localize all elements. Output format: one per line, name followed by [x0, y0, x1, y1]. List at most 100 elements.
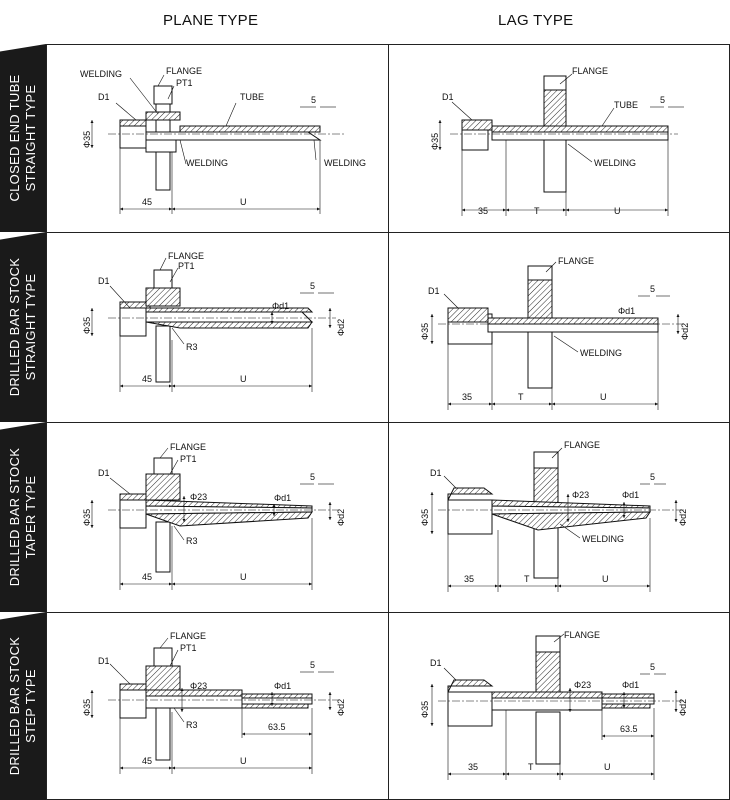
column-title-plane: PLANE TYPE	[163, 12, 259, 29]
label-d1: D1	[442, 92, 454, 102]
label-flange: FLANGE	[166, 66, 202, 76]
label-r3: R3	[186, 342, 198, 352]
dim-45: 45	[142, 756, 152, 766]
label-five: 5	[650, 662, 655, 672]
drilled-bar-taper-lag-drawing: D1 FLANGE Φ23 Φd1 5 WELDING 35 T U Φ35 Φ…	[420, 440, 688, 592]
label-five: 5	[310, 281, 315, 291]
label-welding-3: WELDING	[324, 158, 366, 168]
dim-u: U	[240, 756, 247, 766]
label-five: 5	[310, 660, 315, 670]
label-five: 5	[311, 95, 316, 105]
label-d1: D1	[98, 276, 110, 286]
label-d1: D1	[430, 468, 442, 478]
label-pt1: PT1	[176, 78, 193, 88]
label-r3: R3	[186, 720, 198, 730]
closed-end-tube-lag-drawing: D1 FLANGE TUBE WELDING 5 35 T U Φ35	[430, 66, 684, 216]
column-title-lag: LAG TYPE	[498, 12, 574, 29]
dim-35: 35	[468, 762, 478, 772]
label-flange: FLANGE	[572, 66, 608, 76]
dim-35: 35	[478, 206, 488, 216]
dim-phi35: Φ35	[420, 701, 430, 718]
label-d1: D1	[430, 658, 442, 668]
label-d1: D1	[98, 468, 110, 478]
row-label-4-line2: STEP TYPE	[23, 669, 38, 743]
label-tube: TUBE	[614, 100, 638, 110]
drilled-bar-taper-plane-drawing: D1 FLANGE PT1 Φ23 Φd1 5 R3 45 U Φ35 Φd2	[82, 442, 346, 590]
label-phid1: Φd1	[622, 680, 639, 690]
dim-63-5: 63.5	[268, 722, 286, 732]
dim-u: U	[600, 392, 607, 402]
dim-45: 45	[142, 374, 152, 384]
row-label-1-line1: CLOSED END TUBE	[7, 74, 22, 202]
row-label-2-line2: STRAIGHT TYPE	[23, 273, 38, 381]
label-pt1: PT1	[180, 643, 197, 653]
label-welding-2: WELDING	[186, 158, 228, 168]
label-pt1: PT1	[180, 454, 197, 464]
dim-45: 45	[142, 197, 152, 207]
label-phi23: Φ23	[572, 490, 589, 500]
dim-t: T	[528, 762, 534, 772]
drilled-bar-straight-plane-drawing: D1 FLANGE PT1 Φd1 5 R3 45 U Φ35 Φd2	[82, 251, 346, 392]
dim-t: T	[518, 392, 524, 402]
dim-phi35: Φ35	[82, 317, 92, 334]
label-flange: FLANGE	[564, 440, 600, 450]
label-r3: R3	[186, 536, 198, 546]
dim-phid2: Φd2	[678, 509, 688, 526]
label-welding: WELDING	[582, 534, 624, 544]
label-flange: FLANGE	[558, 256, 594, 266]
dim-phid2: Φd2	[678, 699, 688, 716]
label-phi23: Φ23	[190, 492, 207, 502]
label-welding: WELDING	[594, 158, 636, 168]
dim-phid2: Φd2	[680, 323, 690, 340]
label-pt1: PT1	[178, 261, 195, 271]
dim-35: 35	[462, 392, 472, 402]
label-flange: FLANGE	[564, 630, 600, 640]
closed-end-tube-plane-drawing: WELDING FLANGE PT1 TUBE D1 5 WELDING WEL…	[80, 66, 366, 214]
label-phid1: Φd1	[274, 681, 291, 691]
label-five: 5	[310, 472, 315, 482]
dim-phi35: Φ35	[420, 509, 430, 526]
dim-u: U	[602, 574, 609, 584]
label-phid1: Φd1	[618, 306, 635, 316]
label-d1: D1	[98, 92, 110, 102]
label-welding: WELDING	[580, 348, 622, 358]
dim-phid2: Φd2	[336, 319, 346, 336]
dim-63-5: 63.5	[620, 724, 638, 734]
label-phid1: Φd1	[274, 493, 291, 503]
dim-u: U	[240, 572, 247, 582]
label-phid1: Φd1	[622, 490, 639, 500]
label-five: 5	[650, 472, 655, 482]
drilled-bar-step-plane-drawing: D1 FLANGE PT1 Φ23 Φd1 5 R3 63.5 45 U Φ35…	[82, 631, 346, 774]
dim-phi35: Φ35	[82, 699, 92, 716]
label-five: 5	[660, 95, 665, 105]
label-flange: FLANGE	[170, 442, 206, 452]
dim-t: T	[534, 206, 540, 216]
drilled-bar-straight-lag-drawing: D1 FLANGE Φd1 5 WELDING 35 T U Φ35 Φd2	[420, 256, 690, 410]
label-five: 5	[650, 284, 655, 294]
dim-45: 45	[142, 572, 152, 582]
label-tube: TUBE	[240, 92, 264, 102]
label-flange: FLANGE	[170, 631, 206, 641]
label-flange: FLANGE	[168, 251, 204, 261]
dim-t: T	[524, 574, 530, 584]
grid-line	[388, 44, 389, 800]
dim-35: 35	[464, 574, 474, 584]
dim-phi35: Φ35	[430, 133, 440, 150]
dim-u: U	[604, 762, 611, 772]
dim-phi35: Φ35	[82, 509, 92, 526]
dim-phid2: Φd2	[336, 509, 346, 526]
label-d1: D1	[428, 286, 440, 296]
row-label-2-line1: DRILLED BAR STOCK	[7, 257, 22, 397]
row-label-3-line1: DRILLED BAR STOCK	[7, 447, 22, 587]
row-label-4-line1: DRILLED BAR STOCK	[7, 636, 22, 776]
dim-phi35: Φ35	[420, 323, 430, 340]
dim-u: U	[614, 206, 621, 216]
dim-u: U	[240, 374, 247, 384]
label-phi23: Φ23	[190, 681, 207, 691]
label-phid1: Φd1	[272, 301, 289, 311]
row-label-3-line2: TAPER TYPE	[23, 475, 38, 559]
